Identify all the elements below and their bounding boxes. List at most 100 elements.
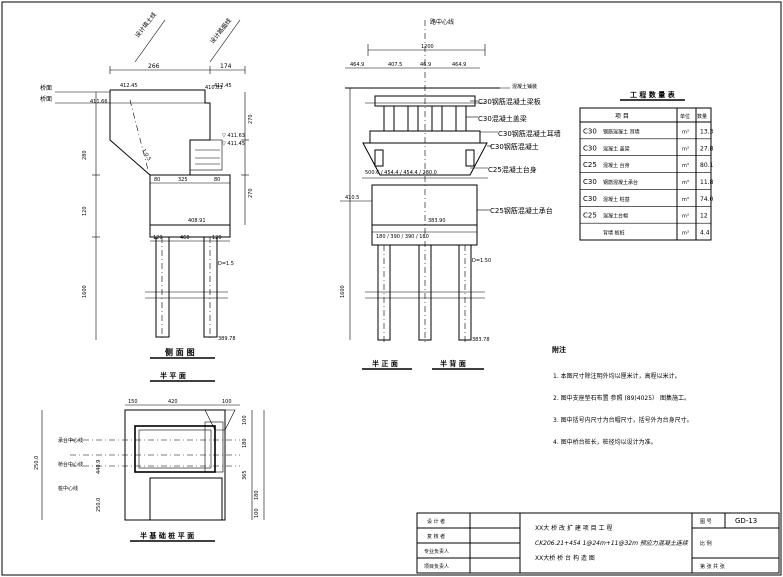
plan-dim-left-1: 250.0 (34, 456, 40, 470)
side-elev-bottom: 389.78 (218, 336, 236, 342)
side-elev-base: 408.91 (188, 218, 206, 224)
front-title-left: 半 正 面 (372, 359, 398, 368)
front-dim-mid: 500.6 / 454.4 / 454.4 / 280.0 (365, 170, 437, 176)
table-cell-item: 钢筋混凝土承台 (603, 179, 638, 186)
plan-dim-top-2: 420 (168, 399, 178, 405)
project-line-2: CK206.21+454 1@24m+11@32m 预应力混凝土连续 (535, 539, 689, 547)
table-cell-unit: m³ (682, 231, 689, 237)
front-view: 路中心线 1200 464.9 407.5 46.9 464.9 500.6 /… (340, 18, 561, 370)
front-dim-seg-3: 46.9 (420, 62, 431, 68)
front-callout-6: C25混凝土台身 (488, 165, 537, 174)
plan-dim-left-2: 440.9 (96, 460, 102, 474)
side-dim-base-1: 80 (154, 177, 160, 183)
notes-item-4: 4. 图中桥台桩长，桩径均以设计为准。 (553, 438, 657, 446)
plan-dim-right-4: 180 (254, 490, 260, 500)
front-callout-1: 混凝土铺装 (512, 83, 537, 90)
notes-item-3: 3. 图中括号内尺寸为台帽尺寸，括号外为台身尺寸。 (553, 416, 693, 424)
plan-left-label-3: 桩中心线 (58, 485, 78, 492)
plan-dim-right-2: 180 (242, 438, 248, 448)
side-dim-top-2: 174 (220, 63, 232, 70)
table-cell-unit: m³ (682, 180, 689, 186)
side-dim-base-2: 325 (178, 177, 188, 183)
front-dim-top: 1200 (421, 44, 434, 50)
quantities-header-qty: 数量 (697, 113, 707, 120)
drawing-no-label: 图 号 (700, 519, 712, 525)
side-dim-right-2: 270 (248, 188, 254, 198)
table-cell-grade: C30 (583, 178, 597, 186)
title-row-4: 项目负责人 (424, 563, 449, 570)
table-cell-qty: 13.3 (700, 128, 714, 135)
svg-text:▽ 411.63: ▽ 411.63 (222, 133, 245, 139)
quantities-header-unit: 单位 (680, 113, 690, 120)
notes-heading: 附注 (552, 345, 566, 354)
front-callout-2: C30钢筋混凝土梁板 (478, 97, 541, 106)
side-top-label-2: 设计路面线 (208, 17, 233, 46)
side-deck-label: 桥面 (40, 95, 52, 103)
table-cell-unit: m³ (682, 146, 689, 152)
table-cell-qty: 80.1 (700, 162, 714, 169)
plan-left-label-2: 桥台中心线 (58, 461, 83, 468)
table-cell-qty: 4.4 (700, 230, 710, 237)
table-cell-grade: C30 (583, 127, 597, 135)
plan-dim-right-1: 100 (242, 415, 248, 425)
table-cell-qty: 74.0 (700, 196, 714, 203)
table-cell-item: 混凝土台帽 (603, 213, 628, 220)
notes-item-1: 1. 本图尺寸除注明外均以厘米计，高程以米计。 (553, 372, 681, 380)
plan-dim-top-3: 100 (222, 399, 232, 405)
quantities-title: 工 程 数 量 表 (630, 90, 676, 99)
side-dim-left-1: 280 (82, 150, 88, 160)
side-dim-foot-1: 120 (153, 235, 163, 241)
front-elev-left: 410.5 (345, 195, 359, 201)
plan-dim-top-1: 150 (128, 399, 138, 405)
table-cell-grade: C25 (583, 212, 597, 220)
side-view: 设计填土线 设计路面线 266 174 412.45 412.45 桥面 桥面 … (40, 11, 254, 359)
plan-view-title: 半 基 础 桩 平 面 (140, 531, 194, 540)
side-elev-mid: 410.83 (205, 85, 223, 91)
table-cell-item: 混凝土 台身 (603, 162, 630, 169)
side-dim-foot-2: 460 (180, 235, 190, 241)
front-center-label: 路中心线 (430, 18, 454, 26)
side-dim-left-3: 1600 (82, 285, 88, 298)
side-dim-base-3: 80 (214, 177, 220, 183)
front-callout-7: C25钢筋混凝土承台 (490, 206, 553, 215)
table-cell-item: 混凝土 盖梁 (603, 145, 630, 152)
table-cell-unit: m³ (682, 129, 689, 135)
scale-label: 比 例 (700, 540, 712, 547)
side-elev-cap: 411.66 (90, 99, 108, 105)
table-cell-qty: 12 (700, 213, 708, 220)
svg-text:▽ 411.45: ▽ 411.45 (222, 141, 245, 147)
side-slope-left-label: 桥面 (40, 84, 52, 92)
side-elev-top-left: 412.45 (120, 83, 138, 89)
quantities-header-item: 项 目 (615, 113, 629, 120)
front-callout-3: C30混凝土盖梁 (478, 114, 527, 123)
table-cell-item: 背墙 板桩 (603, 230, 625, 237)
front-dim-left-v: 1600 (340, 285, 346, 298)
project-line-3: XX大桥 桥 台 构 造 图 (535, 554, 595, 562)
plan-half-plane-label: 半 平 面 (160, 371, 186, 380)
plan-dim-right-3: 365 (242, 470, 248, 480)
front-d-label: D=1.50 (472, 258, 491, 264)
table-cell-qty: 11.8 (700, 179, 714, 186)
plan-dim-right-5: 100 (254, 508, 260, 518)
table-cell-unit: m³ (682, 197, 689, 203)
table-cell-unit: m³ (682, 214, 689, 220)
plan-left-label-1: 承台中心线 (58, 437, 83, 444)
front-dim-piles: 180 / 390 / 390 / 180 (376, 234, 429, 240)
table-cell-qty: 27.8 (700, 145, 714, 152)
front-dim-cap: 383.90 (428, 218, 446, 224)
front-elev-bottom: 383.78 (472, 337, 490, 343)
table-cell-unit: m³ (682, 163, 689, 169)
notes: 附注 1. 本图尺寸除注明外均以厘米计，高程以米计。 2. 图中支座垫石布置 参… (552, 345, 693, 446)
table-cell-grade: C30 (583, 144, 597, 152)
front-dim-seg-2: 407.5 (388, 62, 402, 68)
front-callout-4: C30钢筋混凝土耳墙 (498, 129, 561, 138)
project-line-1: XX大 桥 改 扩 建 项 目 工 程 (535, 524, 612, 532)
table-cell-item: 钢筋混凝土 耳墙 (603, 128, 640, 135)
title-row-2: 复 核 者 (427, 533, 445, 540)
title-row-3: 专业负责人 (424, 548, 449, 555)
notes-item-2: 2. 图中支座垫石布置 参照 (89)4025） 图集施工。 (553, 394, 690, 402)
side-dim-top-1: 266 (148, 63, 160, 70)
